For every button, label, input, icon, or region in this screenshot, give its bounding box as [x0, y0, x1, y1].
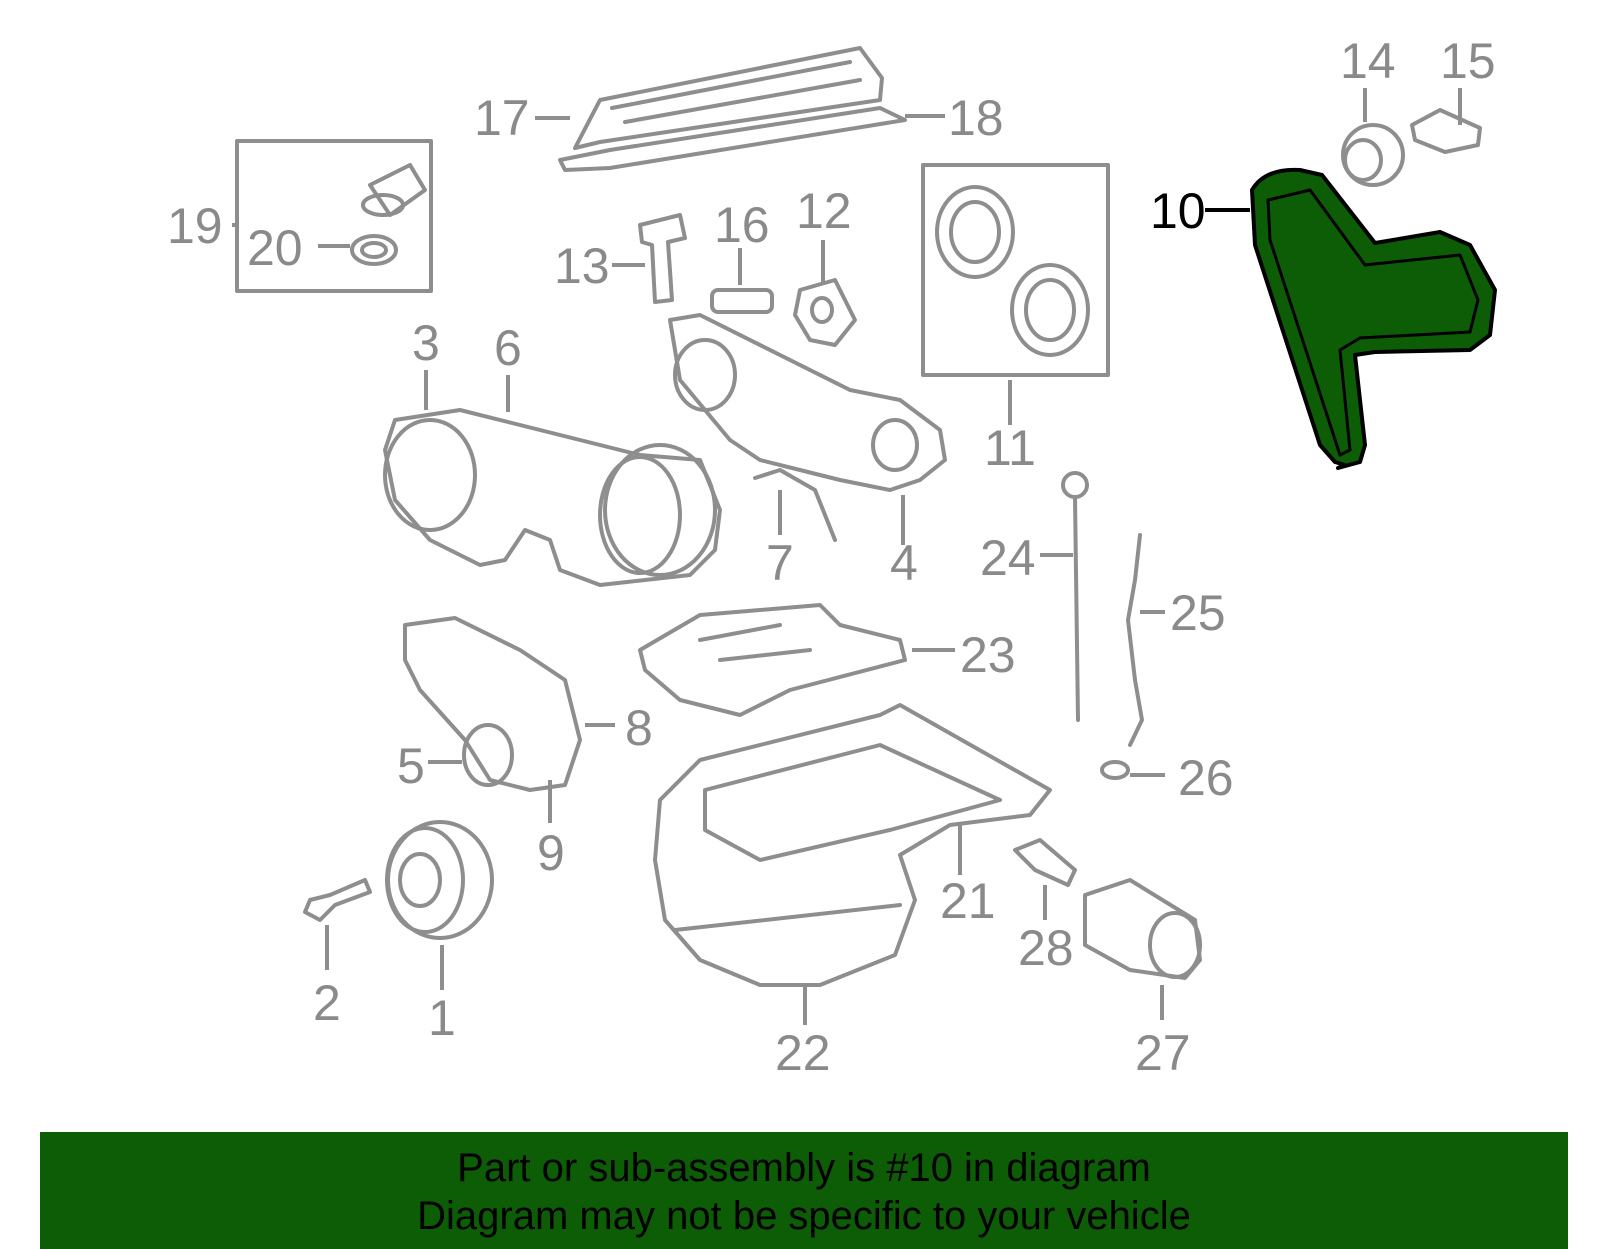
callout-26: 26 [1178, 750, 1234, 806]
timing-plate-part [668, 313, 947, 542]
caption-banner: Part or sub-assembly is #10 in diagram D… [40, 1132, 1568, 1249]
caption-line-1: Part or sub-assembly is #10 in diagram [457, 1146, 1151, 1190]
callout-21: 21 [940, 873, 996, 929]
callout-22: 22 [775, 1025, 831, 1081]
lower-cover-part [403, 616, 582, 792]
callout-25: 25 [1170, 585, 1226, 641]
callout-9: 9 [537, 825, 565, 881]
idler-pulleys-box [921, 163, 1110, 377]
callout-10: 10 [1150, 183, 1206, 239]
baffle-plate-part [638, 603, 907, 717]
valve-cover-part [558, 46, 907, 172]
oil-pan-part [653, 703, 1052, 987]
bushing-and-bracket [1341, 108, 1482, 187]
callout-19: 19 [167, 198, 223, 254]
callout-1: 1 [428, 990, 456, 1046]
oil-cap-box [235, 139, 433, 293]
dipstick-part [1061, 471, 1144, 780]
caption-line-2: Diagram may not be specific to your vehi… [417, 1194, 1191, 1238]
callout-12: 12 [796, 183, 852, 239]
leader-lines [232, 88, 1462, 1025]
callout-6: 6 [494, 320, 522, 376]
callout-2: 2 [313, 975, 341, 1031]
callout-11: 11 [984, 420, 1036, 476]
callout-27: 27 [1135, 1025, 1191, 1081]
callout-20: 20 [247, 220, 303, 276]
callout-16: 16 [714, 197, 770, 253]
crank-pulley-part [303, 820, 494, 940]
callout-17: 17 [474, 90, 530, 146]
callout-labels: 17 18 19 20 13 16 12 14 15 10 11 3 6 7 4… [167, 33, 1496, 1081]
callout-23: 23 [960, 627, 1016, 683]
callout-4: 4 [890, 535, 918, 591]
oil-filter-part [1013, 838, 1202, 980]
callout-3: 3 [412, 315, 440, 371]
callout-28: 28 [1018, 920, 1074, 976]
callout-15: 15 [1440, 33, 1496, 89]
callout-14: 14 [1340, 33, 1396, 89]
timing-cover-part [383, 408, 722, 587]
callout-7: 7 [766, 535, 794, 591]
callout-5: 5 [397, 738, 425, 794]
callout-8: 8 [625, 700, 653, 756]
callout-18: 18 [948, 90, 1004, 146]
highlighted-part-10 [1250, 167, 1497, 470]
callout-24: 24 [980, 530, 1036, 586]
callout-13: 13 [554, 238, 610, 294]
sensor-parts [638, 213, 857, 347]
